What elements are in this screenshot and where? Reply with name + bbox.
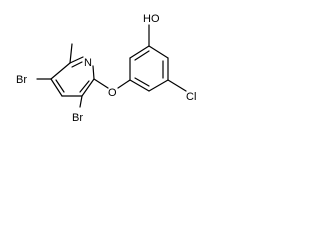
bond-c3-br bbox=[79, 95, 83, 108]
methyl-bond bbox=[69, 43, 73, 64]
atom-cl: Cl bbox=[186, 91, 196, 103]
atom-n: N bbox=[84, 57, 92, 69]
bond-c2-c3-inner bbox=[79, 80, 90, 93]
bond-c5-c6 bbox=[50, 62, 71, 80]
atom-oh: HO bbox=[143, 13, 160, 25]
bond-b2-b3 bbox=[129, 45, 150, 59]
pyridine-ring bbox=[50, 56, 95, 97]
bond-c4-c5 bbox=[50, 78, 63, 97]
bond-b5-b6 bbox=[148, 79, 169, 92]
bond-b5-cl bbox=[167, 79, 187, 92]
bond-c2-c3 bbox=[81, 78, 95, 97]
bond-b6-b1-inner bbox=[134, 77, 150, 87]
atom-br-bottom: Br bbox=[72, 112, 83, 124]
bond-c6-n bbox=[69, 56, 84, 64]
bond-c4-c5-inner bbox=[55, 79, 65, 93]
molecule-structure: Br Br N O HO Cl bbox=[16, 13, 196, 124]
atom-br-top: Br bbox=[16, 74, 27, 86]
bond-c6-n-inner bbox=[71, 61, 83, 68]
bond-b2-b3-inner bbox=[134, 50, 150, 61]
bond-o-c1p bbox=[117, 79, 131, 89]
bond-b3-b4 bbox=[148, 45, 169, 59]
atom-o: O bbox=[108, 87, 117, 99]
bond-c2-o bbox=[93, 78, 109, 89]
bond-n-c2 bbox=[92, 65, 95, 80]
bond-b6-b1 bbox=[129, 79, 150, 92]
benzene-ring bbox=[129, 45, 169, 92]
